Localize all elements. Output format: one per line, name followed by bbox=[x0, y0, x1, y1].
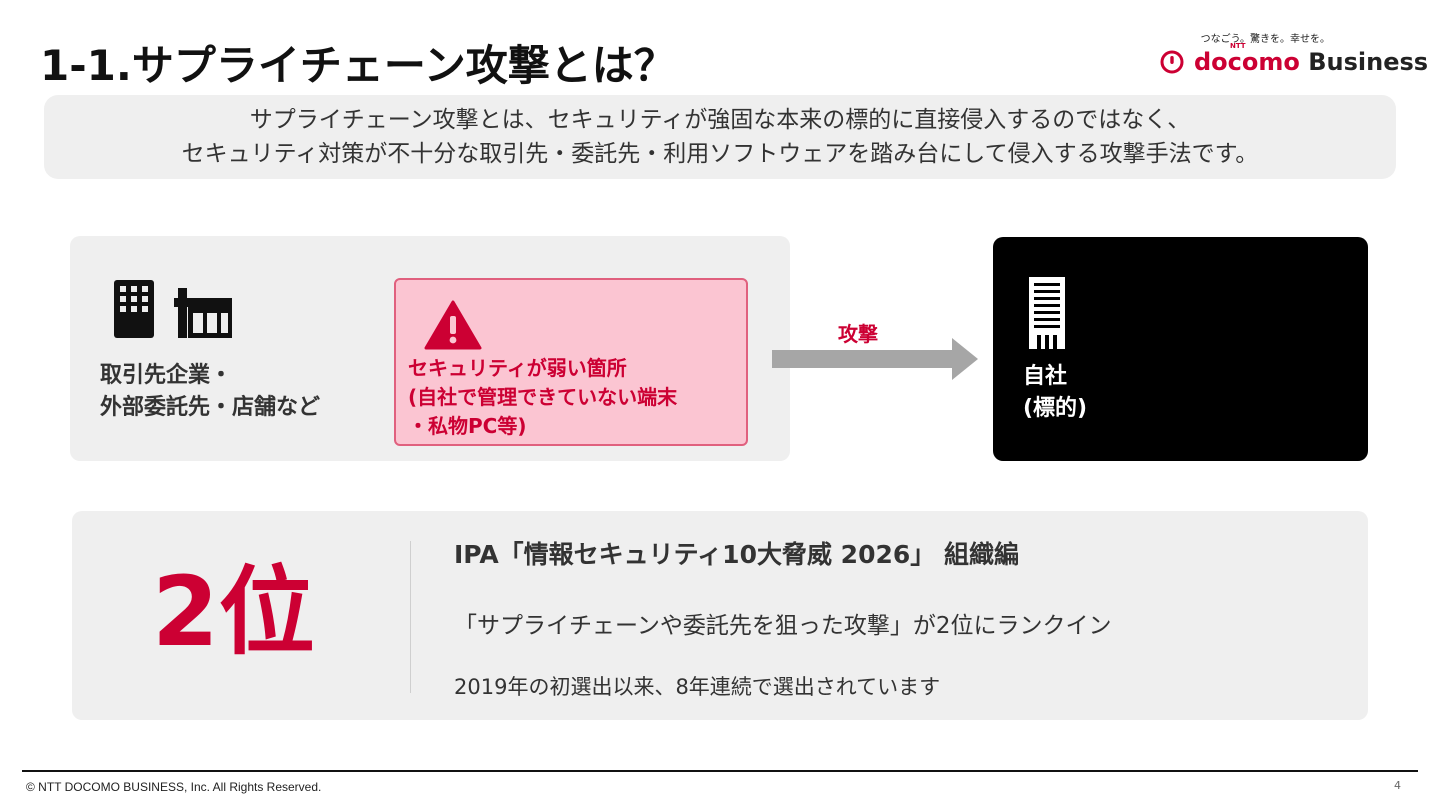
attack-label: 攻撃 bbox=[838, 322, 878, 346]
store-icon bbox=[174, 288, 232, 338]
footer-divider bbox=[22, 770, 1418, 772]
company-logo: つなごう。驚きを。幸せを。 NTT docomo Business bbox=[1156, 28, 1428, 88]
vulnerability-line-2: (自社で管理できていない端末 bbox=[408, 385, 678, 409]
target-label: 自社 (標的) bbox=[1023, 361, 1087, 425]
rank-value: 2位 bbox=[152, 556, 315, 668]
office-building-icon bbox=[114, 280, 154, 338]
definition-box: サプライチェーン攻撃とは、セキュリティが強固な本来の標的に直接侵入するのではなく… bbox=[44, 95, 1396, 179]
target-label-line-2: (標的) bbox=[1023, 396, 1088, 421]
vulnerability-text: セキュリティが弱い箇所 (自社で管理できていない端末 ・私物PC等) bbox=[408, 354, 677, 441]
logo-tagline: つなごう。驚きを。幸せを。 bbox=[1200, 34, 1330, 45]
target-label-line-1: 自社 bbox=[1023, 364, 1068, 389]
partner-label: 取引先企業・ 外部委託先・店舗など bbox=[100, 360, 320, 424]
ranking-statement: 「サプライチェーンや委託先を狙った攻撃」が2位にランクイン bbox=[454, 613, 1112, 639]
attack-arrow-icon bbox=[772, 338, 978, 380]
tower-building-icon bbox=[1029, 277, 1065, 349]
logo-ntt: NTT bbox=[1230, 42, 1246, 50]
rank-divider bbox=[410, 541, 411, 693]
docomo-mark-icon bbox=[1160, 50, 1184, 74]
partner-label-line-1: 取引先企業・ bbox=[100, 363, 233, 388]
warning-icon bbox=[424, 300, 482, 350]
vulnerability-line-3: ・私物PC等) bbox=[408, 414, 527, 438]
copyright-text: © NTT DOCOMO BUSINESS, Inc. All Rights R… bbox=[26, 780, 322, 794]
vulnerability-line-1: セキュリティが弱い箇所 bbox=[408, 356, 627, 380]
logo-business: Business bbox=[1299, 48, 1429, 76]
partner-label-line-2: 外部委託先・店舗など bbox=[100, 395, 321, 420]
slide-title: 1-1.サプライチェーン攻撃とは？ bbox=[40, 41, 676, 90]
page-number: 4 bbox=[1394, 779, 1401, 792]
ranking-note: 2019年の初選出以来、8年連続で選出されています bbox=[454, 675, 941, 699]
target-panel: 自社 (標的) bbox=[993, 237, 1368, 461]
logo-wordmark: docomo Business bbox=[1194, 48, 1428, 76]
definition-line-1: サプライチェーン攻撃とは、セキュリティが強固な本来の標的に直接侵入するのではなく… bbox=[249, 107, 1191, 133]
ranking-heading: IPA「情報セキュリティ10大脅威 2026」 組織編 bbox=[454, 540, 1019, 569]
definition-line-2: セキュリティ対策が不十分な取引先・委託先・利用ソフトウェアを踏み台にして侵入する… bbox=[181, 141, 1259, 167]
ranking-panel: 2位 IPA「情報セキュリティ10大脅威 2026」 組織編 「サプライチェーン… bbox=[72, 511, 1368, 720]
logo-docomo: docomo bbox=[1194, 48, 1300, 76]
vulnerability-box: セキュリティが弱い箇所 (自社で管理できていない端末 ・私物PC等) bbox=[394, 278, 748, 446]
